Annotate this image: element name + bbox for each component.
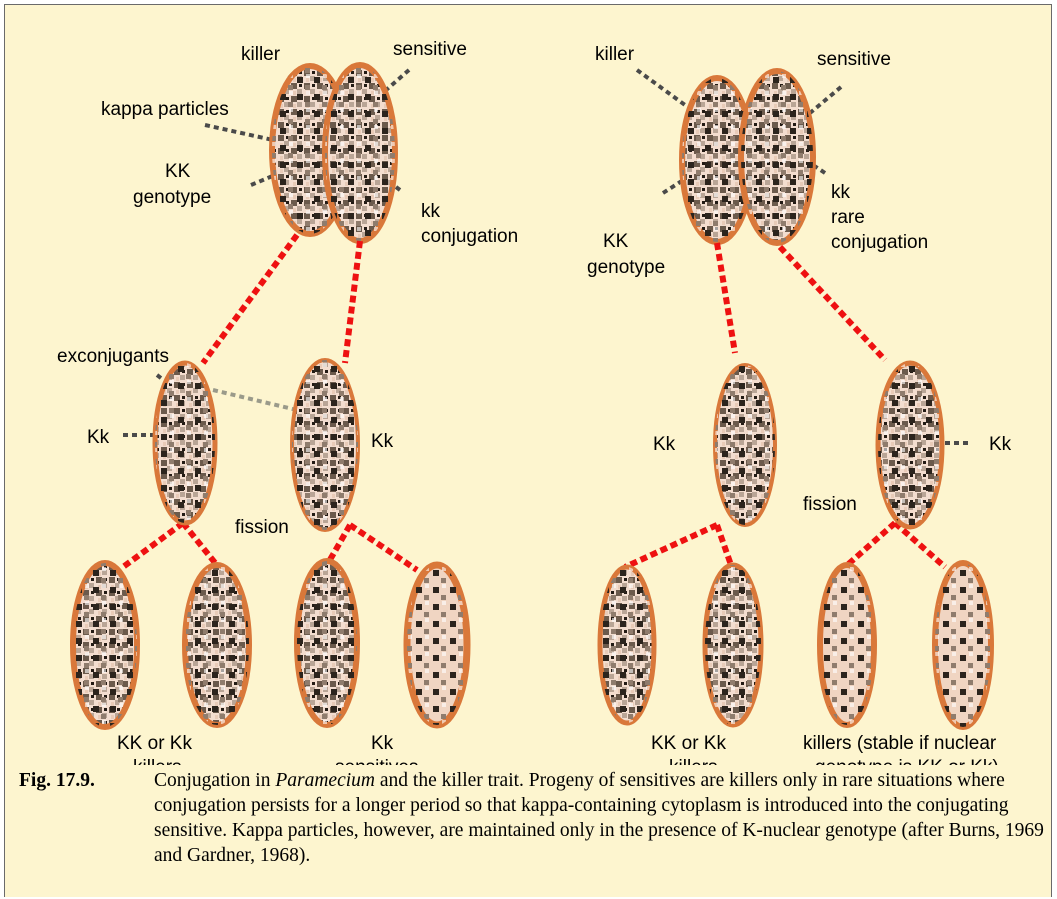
right-conjugating-pair xyxy=(682,71,813,243)
left-kk-a-label: Kk xyxy=(87,427,110,448)
right-progeny-cells xyxy=(600,563,991,727)
left-killer-label: killer xyxy=(241,44,281,65)
left-kk-genotype-2: genotype xyxy=(133,187,211,208)
right-rare-label: rare xyxy=(831,207,865,228)
exconjugants-label: exconjugants xyxy=(57,346,169,367)
right-kk-genotype-1: KK xyxy=(603,231,629,252)
left-kk-b-label: Kk xyxy=(371,431,394,452)
left-conjugating-pair xyxy=(272,65,395,241)
right-fission-label: fission xyxy=(803,494,857,515)
left-progeny-cells xyxy=(73,561,467,727)
right-sensitive-label: sensitive xyxy=(817,49,891,70)
right-kk-genotype-2: genotype xyxy=(587,257,665,278)
left-sensitive-label: sensitive xyxy=(393,39,467,60)
left-bottom2-line1: Kk xyxy=(371,733,394,754)
caption-species: Paramecium xyxy=(275,770,375,791)
caption-text: Conjugation in Paramecium and the killer… xyxy=(154,768,1049,868)
right-kk-b-label: Kk xyxy=(989,434,1012,455)
left-kk-genotype-1: KK xyxy=(165,161,191,182)
right-bottom1-line2: killers xyxy=(669,757,718,765)
right-conjugation-label: conjugation xyxy=(831,232,928,253)
left-exconjugant-cells xyxy=(155,360,358,530)
caption-pre: Conjugation in xyxy=(154,770,275,791)
left-small-kk-label: kk xyxy=(421,201,441,222)
figure-caption: Fig. 17.9. Conjugation in Paramecium and… xyxy=(19,768,1049,868)
right-bottom1-line1: KK or Kk xyxy=(651,733,726,754)
left-bottom2-line2: sensitives xyxy=(335,757,418,765)
left-conjugation-label: conjugation xyxy=(421,226,518,247)
right-small-kk-label: kk xyxy=(831,182,851,203)
right-kk-a-label: Kk xyxy=(653,434,676,455)
figure-frame: killer sensitive kappa particles KK geno… xyxy=(4,4,1052,897)
right-bottom2-line2: genotype is KK or Kk) xyxy=(815,757,999,765)
left-bottom1-line2: killers xyxy=(133,757,182,765)
left-kappa-label: kappa particles xyxy=(101,99,229,120)
left-bottom1-line1: KK or Kk xyxy=(117,733,192,754)
paramecium-conjugation-diagram: killer sensitive kappa particles KK geno… xyxy=(5,5,1053,765)
right-killer-label: killer xyxy=(595,44,635,65)
left-fission-label: fission xyxy=(235,517,289,538)
figure-number: Fig. 17.9. xyxy=(19,768,95,793)
right-bottom2-line1: killers (stable if nuclear xyxy=(803,733,997,754)
